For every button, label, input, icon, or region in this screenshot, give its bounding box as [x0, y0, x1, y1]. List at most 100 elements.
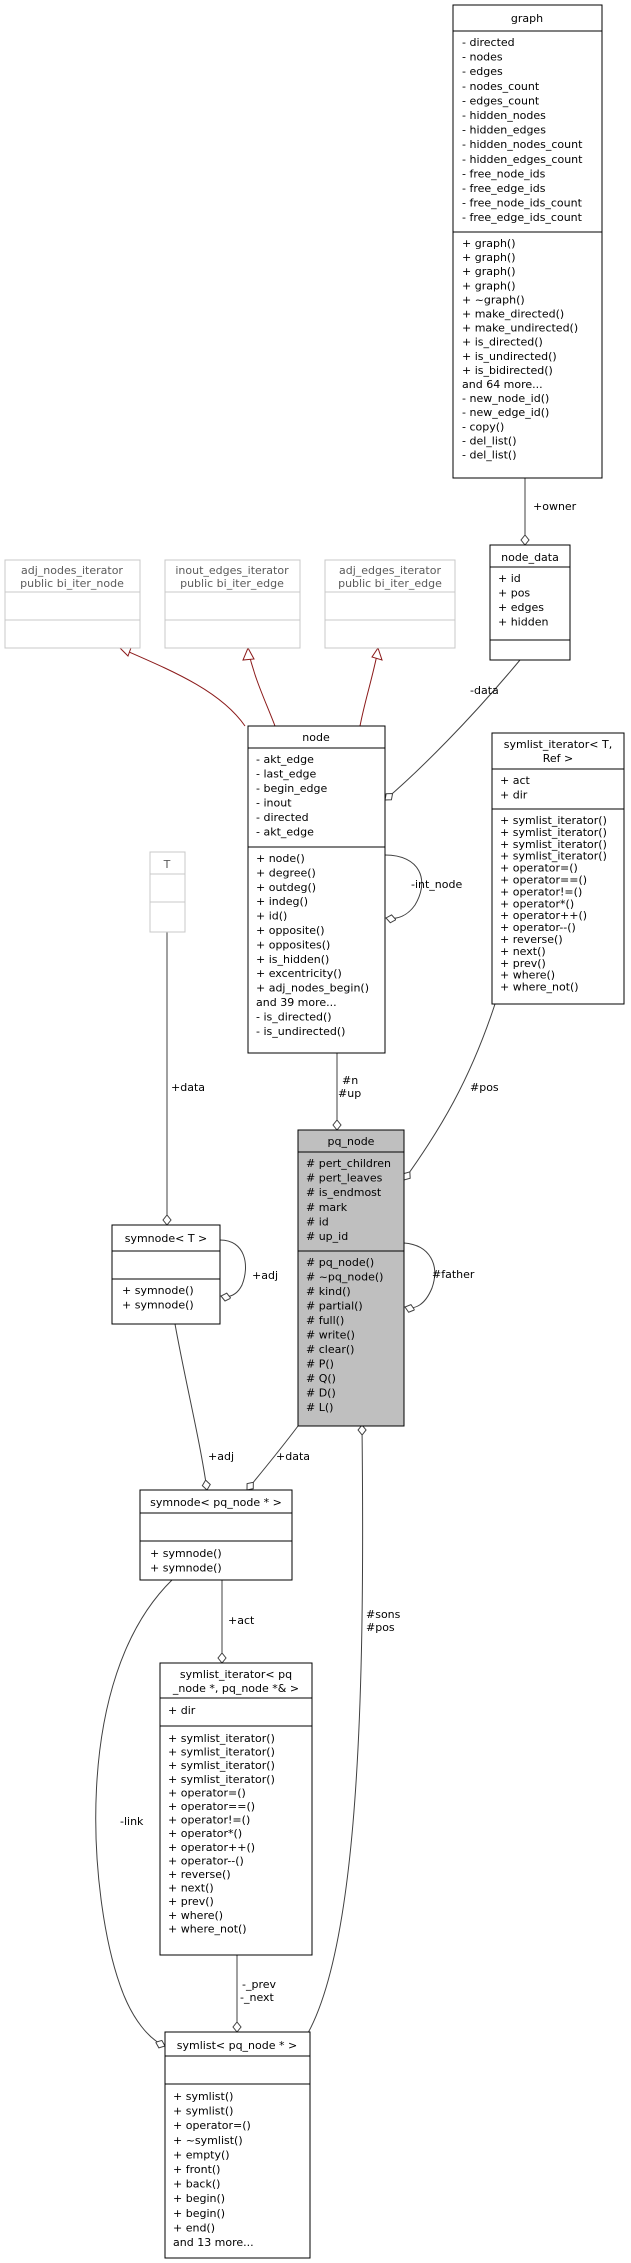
class-member: - is_undirected() — [256, 1025, 345, 1038]
class-member: + begin() — [173, 2207, 225, 2220]
class-member: + excentricity() — [256, 967, 342, 980]
class-member: - hidden_nodes_count — [462, 138, 583, 151]
edge-label-prev: -_prev — [242, 1978, 277, 1991]
class-member: + front() — [173, 2163, 220, 2176]
class-member: - edges — [462, 65, 503, 78]
class-member: - free_node_ids_count — [462, 197, 583, 210]
class-inout-edges-iterator[interactable]: inout_edges_iterator public bi_iter_edge — [164, 559, 301, 649]
class-member: + prev() — [168, 1895, 214, 1908]
edge-label-next: -_next — [240, 1991, 275, 2004]
class-member: - akt_edge — [256, 826, 314, 839]
class-member: # pq_node() — [306, 1256, 374, 1269]
class-member: + operator++() — [500, 909, 587, 922]
class-member: + prev() — [500, 957, 546, 970]
class-member: + operator--() — [168, 1854, 244, 1867]
class-member: + where_not() — [168, 1922, 247, 1935]
class-member: - hidden_edges — [462, 124, 546, 137]
class-graph[interactable]: graph - directed- nodes- edges- nodes_co… — [452, 4, 603, 479]
edge-label-data-T: +data — [171, 1081, 205, 1094]
class-node-data[interactable]: node_data + id+ pos+ edges+ hidden — [489, 544, 571, 661]
class-member: # is_endmost — [306, 1186, 382, 1199]
class-member: + graph() — [462, 279, 516, 292]
edge-label-sons: #sons — [366, 1608, 401, 1621]
class-member: - hidden_edges_count — [462, 153, 583, 166]
class-member: - del_list() — [462, 434, 517, 447]
class-title: node_data — [501, 551, 559, 564]
edge-data-node — [385, 659, 521, 800]
class-member: + is_bidirected() — [462, 364, 553, 377]
node-data-attributes: + id+ pos+ edges+ hidden — [498, 572, 548, 629]
class-symlist-iterator-pq[interactable]: symlist_iterator< pq _node *, pq_node *&… — [159, 1662, 313, 1956]
class-title: node — [302, 731, 330, 744]
class-member: - last_edge — [256, 768, 317, 781]
class-member: + is_undirected() — [462, 350, 557, 363]
symlist-iterator-T-methods: + symlist_iterator()+ symlist_iterator()… — [500, 814, 607, 994]
inheritance-adj-nodes — [119, 647, 246, 727]
class-member: # partial() — [306, 1300, 363, 1313]
class-member: + symlist_iterator() — [500, 814, 607, 827]
class-member: + operator*() — [168, 1827, 242, 1840]
class-member: + next() — [500, 945, 546, 958]
class-pq-node[interactable]: pq_node # pert_children# pert_leaves# is… — [297, 1129, 405, 1427]
class-member: - nodes — [462, 51, 503, 64]
node-methods: + node()+ degree()+ outdeg()+ indeg()+ i… — [256, 852, 369, 1038]
class-member: + back() — [173, 2178, 220, 2191]
edge-label-owner: +owner — [533, 500, 577, 513]
class-member: + ~symlist() — [173, 2134, 243, 2147]
class-adj-edges-iterator[interactable]: adj_edges_iterator public bi_iter_edge — [324, 559, 456, 649]
class-member: + symlist() — [173, 2105, 233, 2118]
class-member: + hidden — [498, 616, 548, 629]
class-member: + pos — [498, 587, 530, 600]
class-title-line2: _node *, pq_node *& > — [172, 1682, 299, 1695]
symlist-iterator-T-attributes: + act+ dir — [500, 774, 531, 802]
class-T[interactable]: T — [149, 851, 186, 933]
class-member: + graph() — [462, 237, 516, 250]
class-member: + reverse() — [500, 933, 563, 946]
edge-sons — [286, 1425, 363, 2061]
class-member: and 13 more... — [173, 2236, 254, 2249]
class-title-line1: adj_nodes_iterator — [21, 564, 123, 577]
class-member: + graph() — [462, 251, 516, 264]
class-node[interactable]: node - akt_edge- last_edge- begin_edge- … — [247, 725, 386, 1054]
class-member: - hidden_nodes — [462, 109, 546, 122]
class-member: + symnode() — [122, 1299, 194, 1312]
class-title-line2: public bi_iter_edge — [180, 577, 284, 590]
class-member: + symnode() — [150, 1562, 222, 1575]
class-member: # write() — [306, 1329, 355, 1342]
class-member: # ~pq_node() — [306, 1271, 383, 1284]
edge-label-father: #father — [432, 1268, 475, 1281]
class-member: # mark — [306, 1201, 348, 1214]
class-symnode-T[interactable]: symnode< T > + symnode()+ symnode() — [111, 1224, 221, 1325]
class-member: + operator=() — [500, 862, 578, 875]
symnode-pq-methods: + symnode() + symnode() — [150, 1547, 222, 1575]
class-member: - edges_count — [462, 94, 540, 107]
symnode-T-methods: + symnode()+ symnode() — [122, 1284, 194, 1312]
class-member: - free_edge_ids — [462, 182, 546, 195]
class-symlist-pq[interactable]: symlist< pq_node * > + symlist()+ symlis… — [164, 2031, 311, 2259]
edge-data-pq — [247, 1425, 299, 1490]
class-symlist-iterator-T[interactable]: symlist_iterator< T, Ref > + act+ dir + … — [491, 732, 625, 1005]
class-symnode-pq[interactable]: symnode< pq_node * > + symnode()+ symnod… — [139, 1489, 293, 1581]
inheritance-inout-edges — [247, 649, 276, 727]
class-member: - inout — [256, 797, 292, 810]
class-member: + operator++() — [168, 1841, 255, 1854]
class-member: + adj_nodes_begin() — [256, 982, 369, 995]
class-member: - del_list() — [462, 449, 517, 462]
class-member: # up_id — [306, 1230, 348, 1243]
class-member: # Q() — [306, 1372, 336, 1385]
edge-label-data-pq: +data — [276, 1450, 310, 1463]
class-adj-nodes-iterator[interactable]: adj_nodes_iterator public bi_iter_node — [4, 559, 141, 649]
edge-link — [95, 1579, 173, 2046]
class-member: and 64 more... — [462, 378, 543, 391]
class-member: + symlist_iterator() — [500, 826, 607, 839]
class-member: + operator*() — [500, 897, 574, 910]
graph-attributes: - directed- nodes- edges- nodes_count- e… — [462, 36, 583, 224]
class-member: - nodes_count — [462, 80, 540, 93]
class-title: symnode< pq_node * > — [150, 1496, 282, 1509]
class-member: + dir — [168, 1704, 196, 1717]
class-member: # kind() — [306, 1285, 351, 1298]
symlist-iterator-pq-attributes: + dir — [168, 1704, 196, 1717]
class-member: # full() — [306, 1314, 344, 1327]
class-member: + symnode() — [150, 1547, 222, 1560]
class-member: + edges — [498, 601, 544, 614]
